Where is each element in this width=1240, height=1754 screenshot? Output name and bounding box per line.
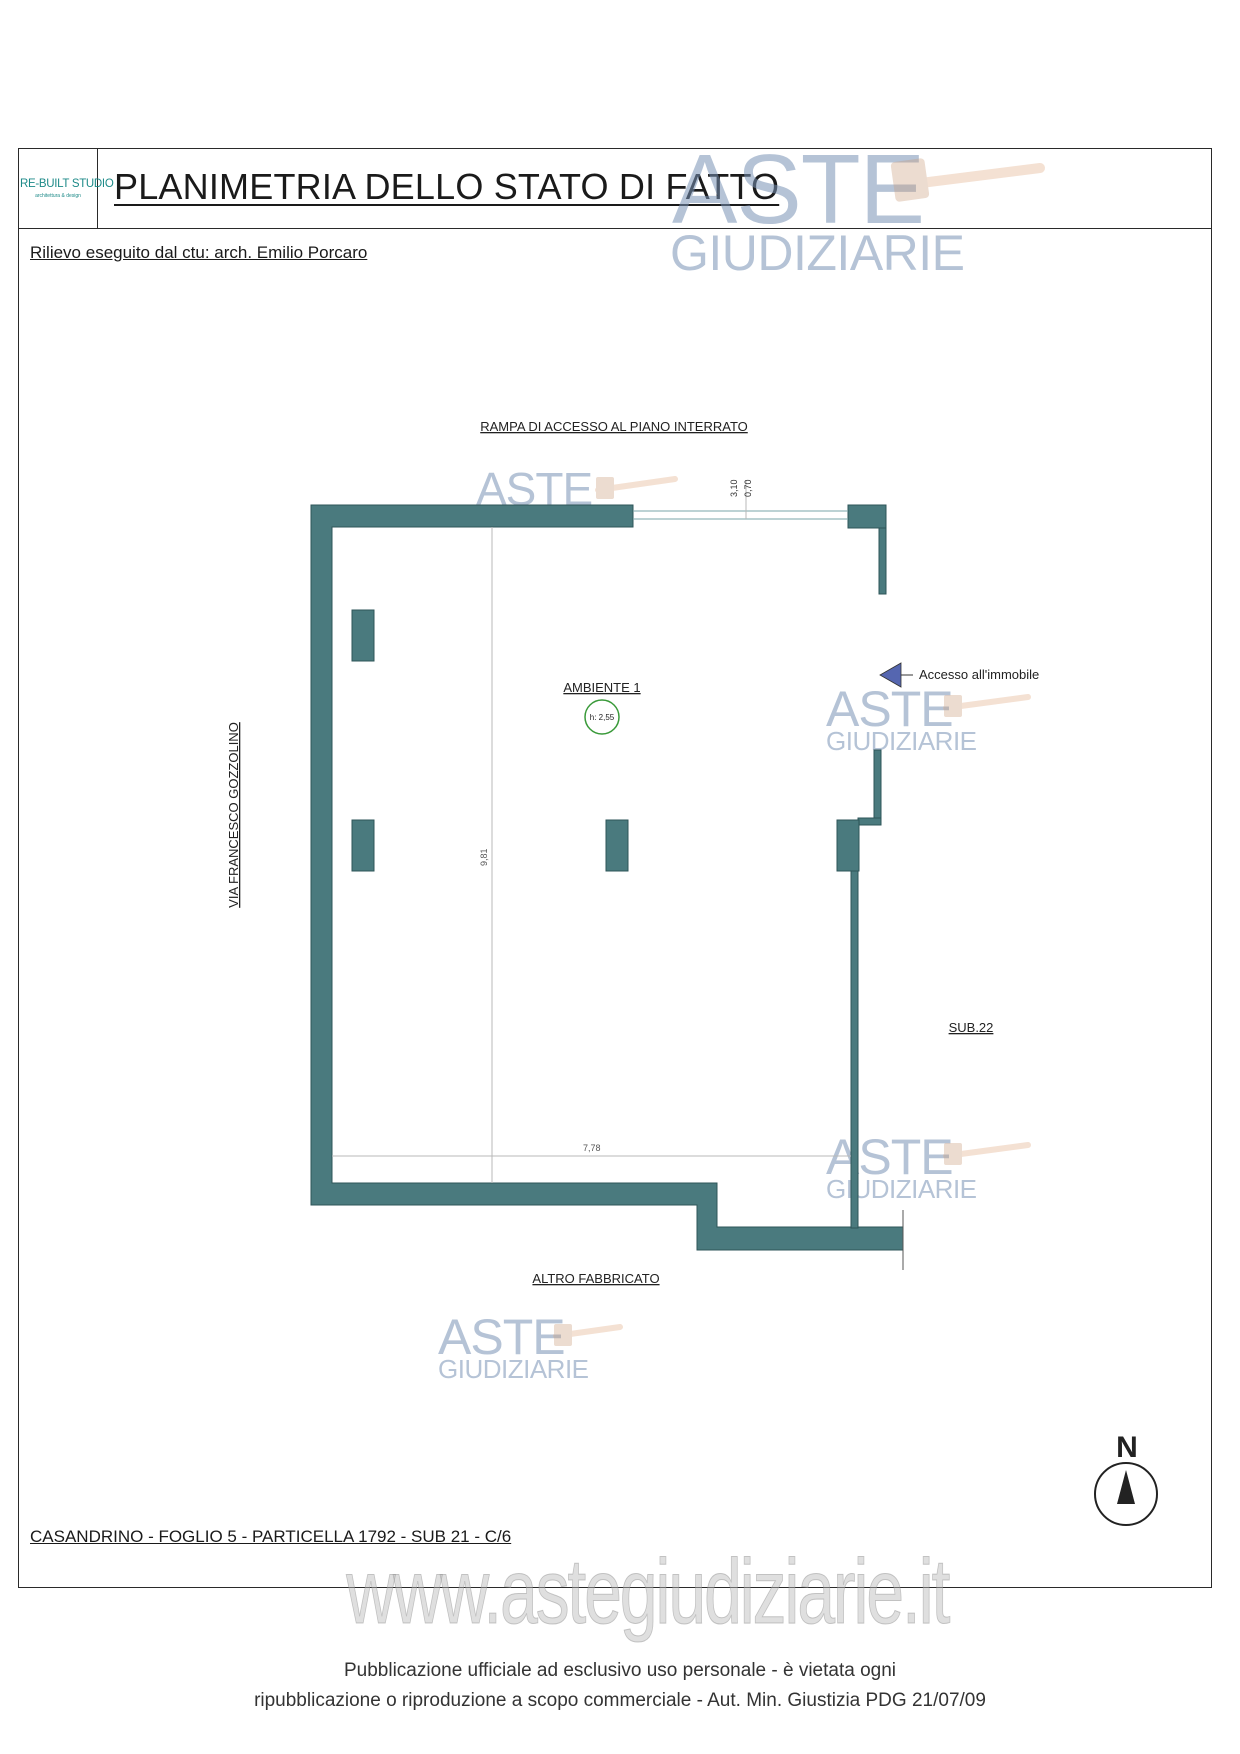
watermark-aste-text: ASTE [672,134,925,244]
drawing-title: PLANIMETRIA DELLO STATO DI FATTO [114,166,780,207]
wall-right-lower [873,749,882,826]
pillar [836,819,860,872]
wall-main [310,504,904,1251]
dim-horizontal: 7,78 [583,1143,601,1153]
room-height: h: 2,55 [590,713,615,722]
watermark-giudiziarie-text: GIUDIZIARIE [826,726,977,756]
logo-subtext: architettura & design [35,193,81,199]
wall-right-jog [857,817,882,826]
disclaimer-line-1: Pubblicazione ufficiale ad esclusivo uso… [343,1660,897,1681]
dimension-lines [332,480,904,1270]
watermark-aste-text: ASTE [476,463,593,515]
cadastral-reference: CASANDRINO - FOGLIO 5 - PARTICELLA 1792 … [30,1527,512,1546]
north-label: N [1116,1431,1138,1464]
north-arrow-icon [1117,1470,1135,1504]
label-left-street: VIA FRANCESCO GOZZOLINO [226,722,241,908]
room-height-marker [584,699,620,735]
watermark-aste-text: ASTE [826,681,954,737]
label-right-sub: SUB.22 [949,1020,994,1035]
drawing-frame [18,148,1212,1588]
gavel-icon [553,158,1045,1346]
watermark-giudiziarie-text: GIUDIZIARIE [670,225,965,281]
watermark-aste-text: ASTE [438,1309,566,1365]
north-arrow-circle [1094,1462,1158,1526]
opening-lines [633,510,848,520]
studio-logo: RE-BUILT STUDIO architettura & design [18,148,114,228]
dim-opening-inner: 0,70 [743,479,753,497]
walls [310,504,904,1251]
wall-right-upper [878,527,887,595]
site-watermark: www.astegiudiziarie.it [346,1541,951,1644]
pillar [605,819,629,872]
wall-right-long [850,837,859,1229]
room-name: AMBIENTE 1 [563,680,640,695]
dim-opening-outer: 3,10 [729,479,739,497]
watermark-aste-text: ASTE [826,1129,954,1185]
survey-note: Rilievo eseguito dal ctu: arch. Emilio P… [30,243,368,262]
pillar [351,609,375,662]
disclaimer-line-2: ripubblicazione o riproduzione a scopo c… [254,1690,986,1711]
wall-top-right [847,504,887,529]
logo-text: RE-BUILT STUDIO [20,178,114,190]
header-divider [18,228,1212,229]
dim-vertical: 9,81 [479,848,489,866]
watermark-header: ASTE GIUDIZIARIE [670,134,965,281]
label-bottom-building: ALTRO FABBRICATO [532,1271,659,1286]
entrance-label: Accesso all'immobile [919,667,1039,682]
watermark-plan-bottom-left: ASTE GIUDIZIARIE [438,1312,589,1382]
watermark-giudiziarie-text: GIUDIZIARIE [438,1354,589,1384]
label-top-ramp: RAMPA DI ACCESSO AL PIANO INTERRATO [480,419,748,434]
watermark-plan-right: ASTE GIUDIZIARIE [826,684,977,754]
entrance-arrow-icon [879,662,902,688]
pillar [351,819,375,872]
